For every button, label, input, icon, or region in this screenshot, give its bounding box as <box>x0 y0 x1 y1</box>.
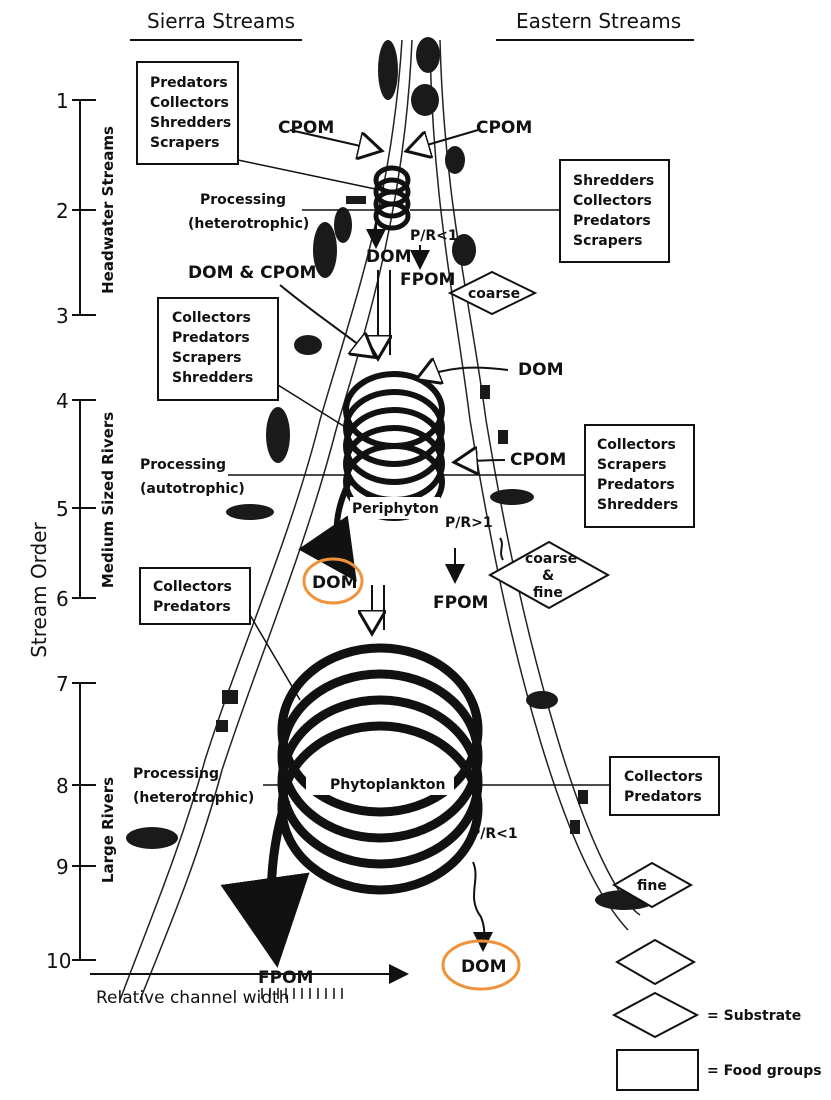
svg-text:Collectors: Collectors <box>573 193 652 209</box>
svg-text:Predators: Predators <box>172 330 250 346</box>
svg-text:Scrapers: Scrapers <box>573 233 643 249</box>
svg-text:Predators: Predators <box>624 789 702 805</box>
svg-text:Shredders: Shredders <box>150 115 231 131</box>
cpom-right: CPOM <box>476 118 532 138</box>
box-large-left: Collectors Predators <box>153 579 232 615</box>
box-medium-left: Collectors Predators Scrapers Shredders <box>172 310 253 386</box>
dom-medium: DOM <box>518 360 563 380</box>
processing-medium: Processing (autotrophic) <box>140 457 245 497</box>
svg-text:Shredders: Shredders <box>172 370 253 386</box>
fpom-medium: FPOM <box>433 593 488 613</box>
headwater-streams-label: Headwater Streams <box>99 126 117 294</box>
svg-text:Shredders: Shredders <box>597 497 678 513</box>
periphyton-label: Periphyton <box>352 501 439 517</box>
tick-6: 6 <box>56 587 69 611</box>
svg-text:Collectors: Collectors <box>597 437 676 453</box>
svg-text:(heterotrophic): (heterotrophic) <box>133 790 254 806</box>
pr-large: P/R<1 <box>470 826 518 842</box>
substrate-coarse-fine-3: fine <box>533 585 563 601</box>
box-headwater-right: Shredders Collectors Predators Scrapers <box>573 173 654 249</box>
x-axis-label: Relative channel width <box>96 988 290 1008</box>
svg-text:Scrapers: Scrapers <box>150 135 220 151</box>
phytoplankton-label: Phytoplankton <box>330 777 446 793</box>
tick-1: 1 <box>56 89 69 113</box>
box-large-right: Collectors Predators <box>624 769 703 805</box>
svg-text:Collectors: Collectors <box>172 310 251 326</box>
dom-headwater: DOM <box>366 247 411 267</box>
svg-text:(heterotrophic): (heterotrophic) <box>188 216 309 232</box>
sierra-streams-title: Sierra Streams <box>147 9 295 33</box>
svg-text:(autotrophic): (autotrophic) <box>140 481 245 497</box>
svg-text:Processing: Processing <box>133 766 219 782</box>
tick-10: 10 <box>46 949 71 973</box>
fpom-large: FPOM <box>258 968 313 988</box>
dom-cpom-label: DOM & CPOM <box>188 263 316 283</box>
legend-substrate-diamond <box>614 993 697 1037</box>
legend-substrate-label: = Substrate <box>707 1008 801 1024</box>
substrate-coarse: coarse <box>468 286 520 302</box>
svg-text:Scrapers: Scrapers <box>597 457 667 473</box>
pr-headwater: P/R<1 <box>410 228 458 244</box>
dom-medium-outlet: DOM <box>312 573 357 593</box>
substrate-coarse-fine-2: & <box>542 568 554 584</box>
large-rivers-label: Large Rivers <box>99 777 117 883</box>
tick-9: 9 <box>56 855 69 879</box>
svg-text:Processing: Processing <box>140 457 226 473</box>
cpom-medium: CPOM <box>510 450 566 470</box>
processing-headwater: Processing (heterotrophic) <box>188 192 309 232</box>
svg-text:Scrapers: Scrapers <box>172 350 242 366</box>
svg-text:Collectors: Collectors <box>153 579 232 595</box>
dom-large-outlet: DOM <box>461 957 506 977</box>
tick-3: 3 <box>56 304 69 328</box>
pr-medium: P/R>1 <box>445 515 493 531</box>
box-headwater-left: Predators Collectors Shredders Scrapers <box>150 75 231 151</box>
svg-text:Predators: Predators <box>150 75 228 91</box>
periphyton-coil <box>337 374 442 572</box>
svg-text:Collectors: Collectors <box>624 769 703 785</box>
y-axis-ticks <box>72 100 96 960</box>
substrate-fine: fine <box>637 878 667 894</box>
box-medium-right: Collectors Scrapers Predators Shredders <box>597 437 678 513</box>
legend-food-label: = Food groups <box>707 1063 822 1079</box>
svg-text:Processing: Processing <box>200 192 286 208</box>
tick-8: 8 <box>56 774 69 798</box>
phytoplankton-coil <box>271 648 478 950</box>
tick-7: 7 <box>56 672 69 696</box>
tick-5: 5 <box>56 497 69 521</box>
cpom-left: CPOM <box>278 118 334 138</box>
legend-food-box <box>617 1050 698 1090</box>
tick-4: 4 <box>56 389 69 413</box>
stream-order-label: Stream Order <box>27 521 51 657</box>
svg-text:Shredders: Shredders <box>573 173 654 189</box>
tick-2: 2 <box>56 199 69 223</box>
substrate-coarse-fine-1: coarse <box>525 551 577 567</box>
svg-text:Predators: Predators <box>573 213 651 229</box>
fpom-headwater: FPOM <box>400 270 455 290</box>
svg-text:Collectors: Collectors <box>150 95 229 111</box>
medium-rivers-label: Medium Sized Rivers <box>99 412 117 588</box>
eastern-streams-title: Eastern Streams <box>516 9 681 33</box>
headwater-coil <box>376 168 408 228</box>
svg-text:Predators: Predators <box>597 477 675 493</box>
processing-large: Processing (heterotrophic) <box>133 766 254 806</box>
svg-text:Predators: Predators <box>153 599 231 615</box>
